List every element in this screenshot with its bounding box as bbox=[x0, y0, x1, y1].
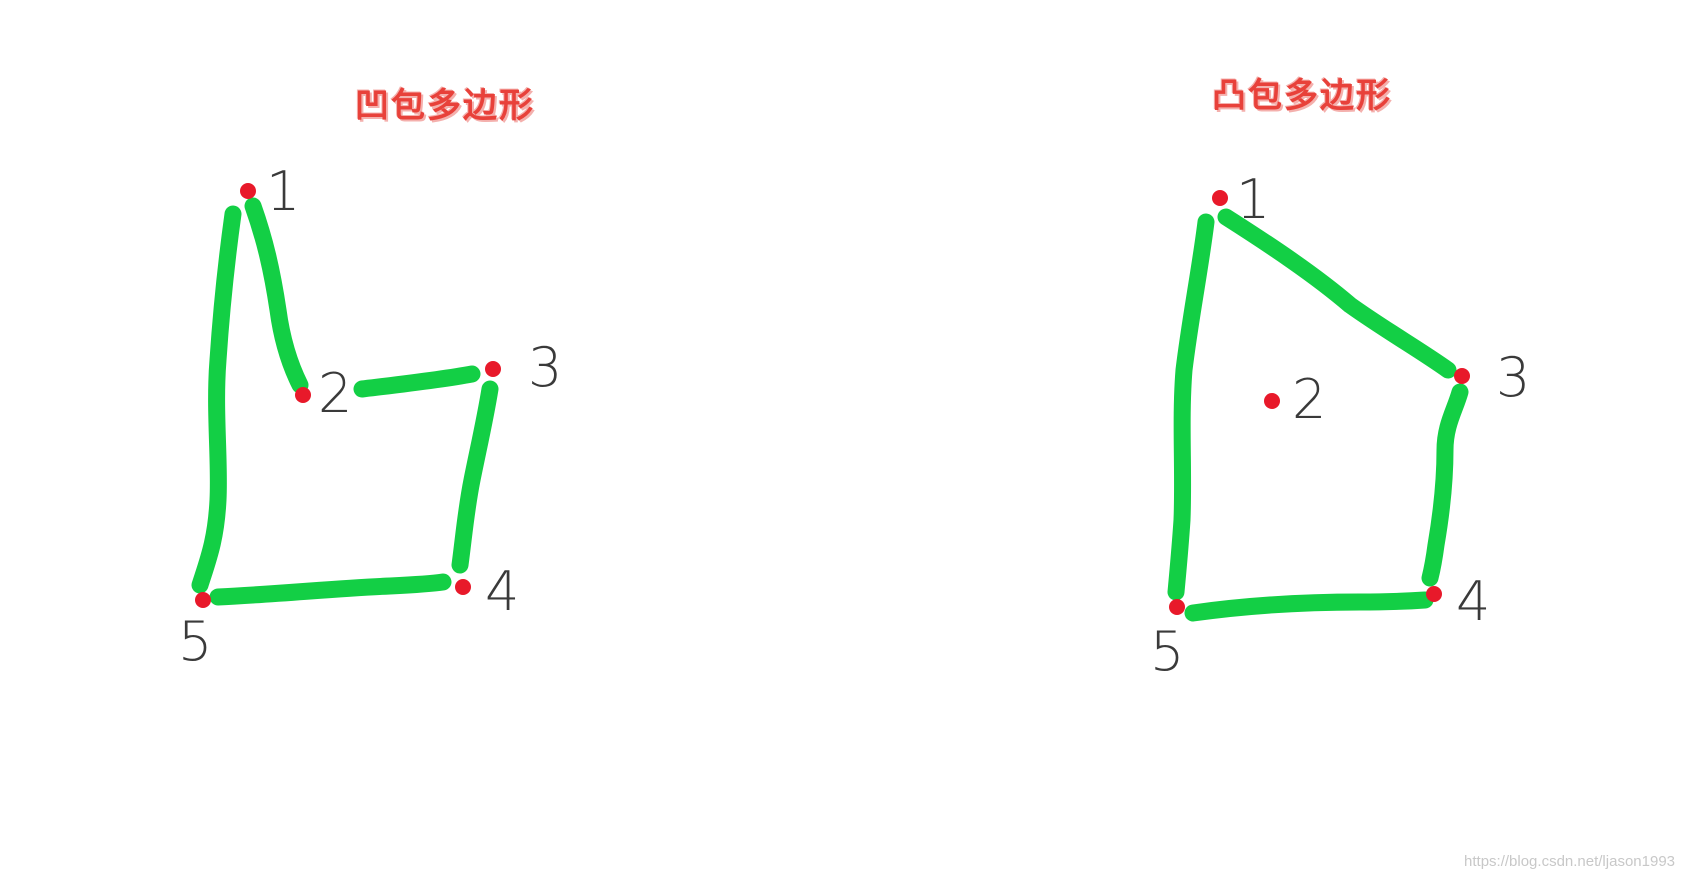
concave-edge-1-2 bbox=[244, 197, 309, 394]
convex-label-4: 4 bbox=[1456, 570, 1490, 633]
concave-edge-3-4 bbox=[451, 380, 499, 574]
concave-label-4: 4 bbox=[485, 560, 519, 623]
convex-point-4 bbox=[1426, 586, 1442, 602]
convex-edge-3-4 bbox=[1421, 383, 1469, 587]
concave-point-1 bbox=[240, 183, 256, 199]
convex-polygon: 1 2 3 4 5 bbox=[1150, 168, 1530, 683]
watermark: https://blog.csdn.net/ljason1993 bbox=[1464, 853, 1675, 870]
concave-point-5 bbox=[195, 592, 211, 608]
convex-point-3 bbox=[1454, 368, 1470, 384]
convex-point-1 bbox=[1212, 190, 1228, 206]
convex-label-5: 5 bbox=[1150, 620, 1184, 683]
convex-point-5 bbox=[1169, 599, 1185, 615]
concave-edge-4-5 bbox=[209, 573, 452, 606]
convex-edge-1-5 bbox=[1167, 213, 1215, 601]
convex-point-2 bbox=[1264, 393, 1280, 409]
convex-label-2: 2 bbox=[1292, 368, 1326, 431]
concave-label-1: 1 bbox=[266, 160, 300, 223]
concave-label-3: 3 bbox=[528, 336, 562, 399]
concave-label-2: 2 bbox=[318, 362, 352, 425]
convex-edge-1-3 bbox=[1217, 208, 1457, 379]
concave-point-3 bbox=[485, 361, 501, 377]
concave-polygon-title: 凹包多边形 bbox=[355, 86, 535, 126]
convex-edge-4-5 bbox=[1184, 591, 1434, 622]
concave-edge-1-5 bbox=[191, 205, 242, 594]
concave-point-2 bbox=[295, 387, 311, 403]
concave-polygon: 1 2 3 4 5 bbox=[178, 160, 562, 673]
concave-edge-2-3 bbox=[353, 365, 481, 398]
convex-label-1: 1 bbox=[1236, 168, 1270, 231]
concave-label-5: 5 bbox=[178, 610, 212, 673]
concave-point-4 bbox=[455, 579, 471, 595]
convex-polygon-title: 凸包多边形 bbox=[1212, 76, 1392, 116]
convex-label-3: 3 bbox=[1496, 346, 1530, 409]
